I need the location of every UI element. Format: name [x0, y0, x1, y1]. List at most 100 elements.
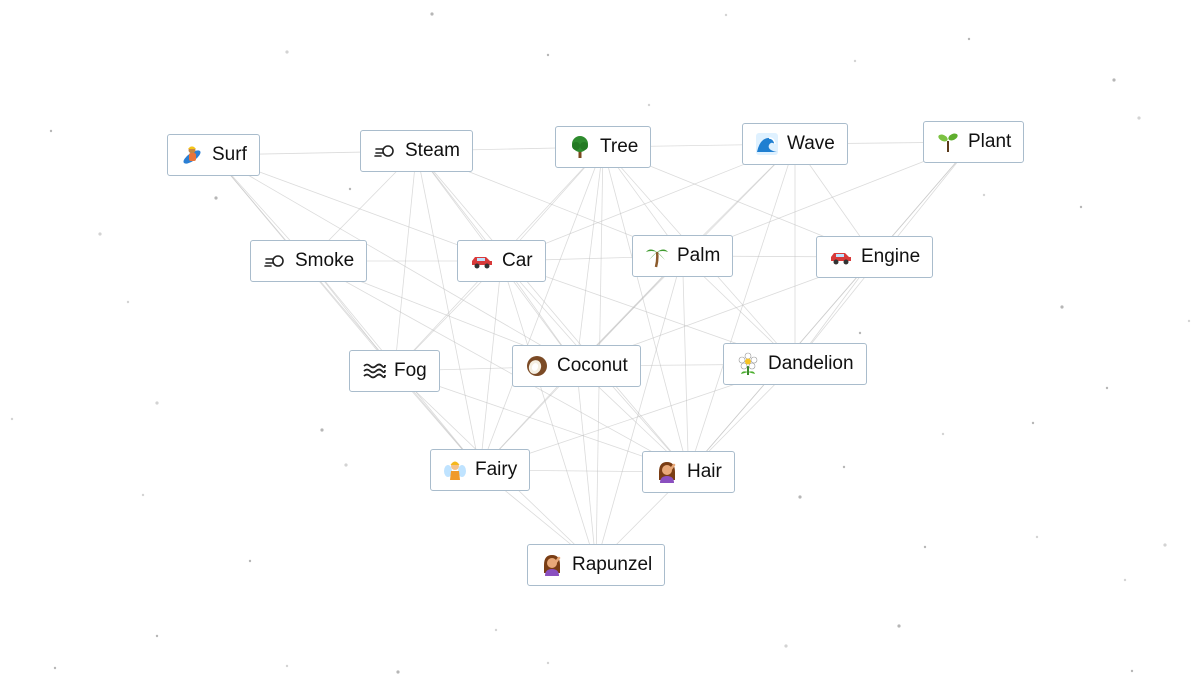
element-label: Wave	[787, 133, 835, 154]
background-dot	[798, 495, 802, 499]
wind-puff-icon	[263, 249, 287, 273]
background-dot	[126, 300, 130, 304]
link-car-rapunzel	[501, 260, 597, 566]
background-dot	[320, 428, 324, 432]
background-dot	[1060, 305, 1064, 309]
link-palm-rapunzel	[595, 255, 683, 566]
link-tree-coconut	[576, 146, 604, 367]
background-dot	[1187, 319, 1191, 323]
tree-icon	[568, 135, 592, 159]
background-dot	[1112, 78, 1116, 82]
element-label: Hair	[687, 461, 722, 482]
background-dot	[858, 331, 862, 335]
background-dot	[1079, 205, 1083, 209]
element-hair[interactable]: Hair	[642, 451, 735, 493]
element-engine[interactable]: Engine	[816, 236, 934, 278]
background-dot	[1035, 535, 1039, 539]
element-label: Fairy	[475, 459, 518, 480]
wind-puff-icon	[373, 139, 397, 163]
background-dot	[285, 50, 289, 54]
element-tree[interactable]: Tree	[555, 126, 652, 168]
background-dot	[923, 545, 927, 549]
background-dot	[214, 196, 218, 200]
link-surf-coconut	[213, 154, 577, 367]
element-label: Plant	[968, 131, 1012, 152]
element-plant[interactable]: Plant	[923, 121, 1025, 163]
element-fog[interactable]: Fog	[349, 350, 440, 392]
link-surf-car	[213, 154, 502, 262]
link-steam-fairy	[416, 150, 481, 471]
link-steam-hair	[416, 150, 689, 473]
element-surf[interactable]: Surf	[167, 134, 260, 176]
link-surf-fairy	[213, 154, 481, 471]
background-dot	[724, 13, 728, 17]
background-dot	[155, 401, 159, 405]
element-palm[interactable]: Palm	[632, 235, 734, 277]
element-coconut[interactable]: Coconut	[512, 345, 641, 387]
background-dot	[784, 644, 788, 648]
element-steam[interactable]: Steam	[360, 130, 473, 172]
background-dot	[1163, 543, 1167, 547]
element-label: Car	[502, 250, 533, 271]
background-dot	[1123, 578, 1127, 582]
element-smoke[interactable]: Smoke	[250, 240, 368, 282]
link-tree-fairy	[479, 146, 604, 471]
background-dot	[10, 417, 14, 421]
background-dot	[546, 53, 550, 57]
background-dot	[967, 37, 971, 41]
element-label: Palm	[677, 245, 721, 266]
fog-icon	[362, 359, 386, 383]
element-label: Fog	[394, 360, 427, 381]
car-icon	[470, 249, 494, 273]
element-dandelion[interactable]: Dandelion	[723, 343, 867, 385]
element-wave[interactable]: Wave	[742, 123, 848, 165]
link-palm-hair	[682, 255, 689, 473]
element-label: Surf	[212, 144, 247, 165]
seedling-icon	[936, 130, 960, 154]
surfer-icon	[180, 143, 204, 167]
person-hair-icon	[540, 553, 564, 577]
background-dot	[248, 559, 252, 563]
background-dot	[1105, 386, 1109, 390]
background-dot	[1137, 116, 1141, 120]
person-hair-icon	[655, 460, 679, 484]
background-dot	[941, 432, 945, 436]
background-dot	[396, 670, 400, 674]
background-dot	[98, 232, 102, 236]
element-fairy[interactable]: Fairy	[430, 449, 531, 491]
background-dot	[155, 634, 159, 638]
element-label: Coconut	[557, 355, 628, 376]
fairy-icon	[443, 458, 467, 482]
link-smoke-hair	[308, 260, 689, 473]
wave-icon	[755, 132, 779, 156]
link-wave-hair	[688, 143, 796, 473]
background-dot	[853, 59, 857, 63]
element-label: Dandelion	[768, 353, 854, 374]
element-label: Engine	[861, 246, 921, 267]
element-car[interactable]: Car	[457, 240, 546, 282]
element-rapunzel[interactable]: Rapunzel	[527, 544, 666, 586]
background-dot	[897, 624, 901, 628]
car-icon	[829, 245, 853, 269]
element-label: Rapunzel	[572, 554, 653, 575]
link-fog-hair	[394, 370, 689, 473]
flower-icon	[736, 352, 760, 376]
background-dot	[344, 463, 348, 467]
background-dot	[53, 666, 57, 670]
background-dot	[430, 12, 434, 16]
element-label: Steam	[405, 140, 460, 161]
coconut-icon	[525, 354, 549, 378]
link-car-fairy	[479, 260, 502, 471]
background-dot	[348, 187, 352, 191]
background-dot	[647, 103, 651, 107]
background-dot	[842, 465, 846, 469]
element-label: Tree	[600, 136, 639, 157]
background-dot	[546, 661, 550, 665]
background-dot	[982, 193, 986, 197]
background-dot	[1130, 669, 1134, 673]
background-dot	[49, 129, 53, 133]
background-dot	[285, 664, 289, 668]
background-dot	[1031, 421, 1035, 425]
